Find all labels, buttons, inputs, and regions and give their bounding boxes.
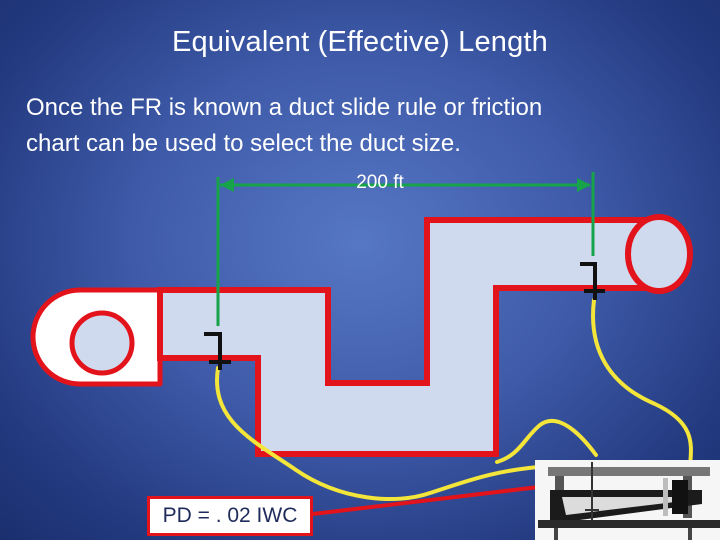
duct-outlet <box>625 214 693 294</box>
static-probe-left <box>204 332 231 370</box>
body-line-1: Once the FR is known a duct slide rule o… <box>26 94 543 121</box>
tubing-left <box>215 366 552 502</box>
fan-wheel <box>69 310 135 376</box>
tubing-middle <box>495 418 598 464</box>
pressure-drop-label: PD = . 02 IWC <box>147 496 313 536</box>
dimension-label: 200 ft <box>356 172 404 193</box>
slide-title: Equivalent (Effective) Length <box>171 26 549 58</box>
duct-run <box>157 217 665 457</box>
dimension-line <box>216 172 595 326</box>
slide-body: Once the FR is known a duct slide rule o… <box>26 90 706 162</box>
inclined-manometer <box>535 460 720 540</box>
static-probe-right <box>580 262 605 300</box>
body-line-2: chart can be used to select the duct siz… <box>26 130 461 157</box>
tubing-right <box>591 298 693 472</box>
